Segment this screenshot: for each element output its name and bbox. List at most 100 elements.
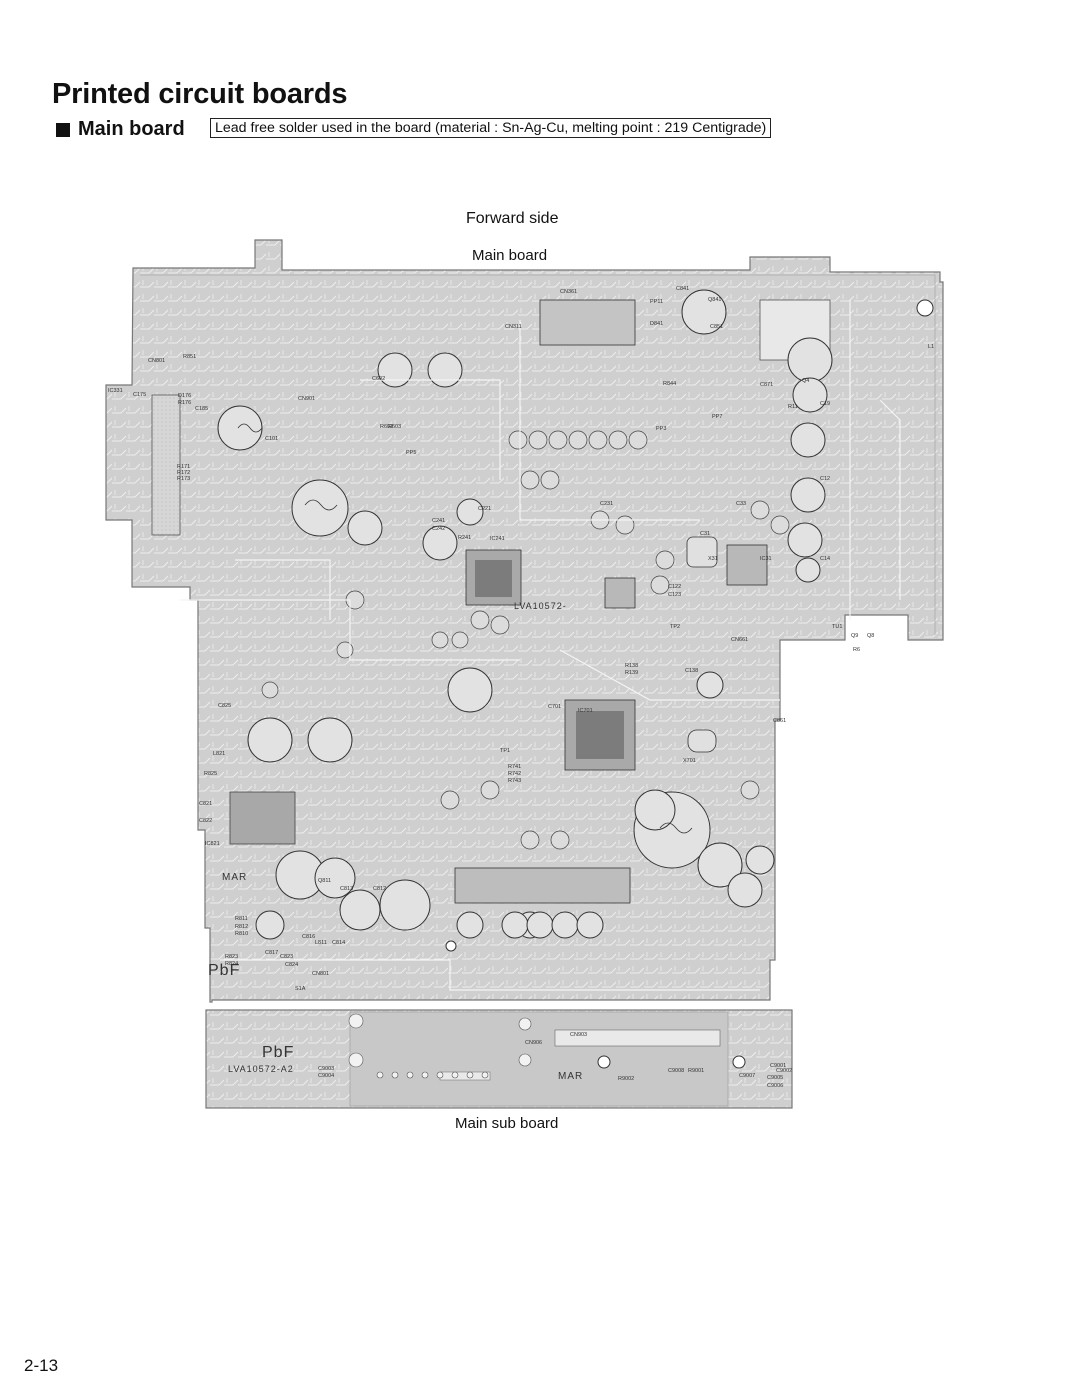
label-c813: C813: [340, 886, 353, 892]
label-r9001: R9001: [688, 1068, 704, 1074]
label-ic241: IC241: [490, 536, 505, 542]
label-c821: C821: [199, 801, 212, 807]
label-r139: R139: [625, 670, 638, 676]
label-cn311: CN311: [505, 324, 522, 330]
label-c12: C12: [820, 476, 830, 482]
label-r824: R824: [225, 961, 238, 967]
chip-ic-3: [726, 544, 768, 586]
label-tp2: TP2: [670, 624, 680, 630]
label-c861: C861: [773, 718, 786, 724]
sub-board-outline: [205, 1009, 793, 1109]
label-c814: C814: [332, 940, 345, 946]
section-label: Main board: [78, 118, 185, 140]
label-c231: C231: [600, 501, 613, 507]
label-d176: D176: [178, 393, 191, 399]
label-c19: C19: [820, 401, 830, 407]
label-s1a: S1A: [295, 986, 306, 992]
label-cn903: CN903: [570, 1032, 587, 1038]
label-r171: R171: [177, 464, 190, 470]
label-tp1: TP1: [500, 748, 510, 754]
lead-free-note: Lead free solder used in the board (mate…: [210, 118, 772, 138]
pbf-mark-main: PbF: [208, 962, 240, 979]
label-r812: R812: [235, 924, 248, 930]
label-r6: R6: [853, 647, 860, 653]
label-r172: R172: [177, 470, 190, 476]
label-r741: R741: [508, 764, 521, 770]
label-c9007: C9007: [739, 1073, 755, 1079]
label-pp3: PP3: [656, 426, 666, 432]
trace-lines: [180, 300, 901, 991]
label-q4: Q4: [802, 378, 809, 384]
connector-block: [539, 299, 636, 346]
label-c241: C241: [432, 518, 445, 524]
label-c823: C823: [280, 954, 293, 960]
label-c101: C101: [265, 436, 278, 442]
label-c817: C817: [265, 950, 278, 956]
label-c31: C31: [700, 531, 710, 537]
label-c701: C701: [548, 704, 561, 710]
label-r603: R603: [388, 424, 401, 430]
label-c9004: C9004: [318, 1073, 334, 1079]
label-cn661: CN661: [731, 637, 748, 643]
sub-board-pads: [348, 1013, 532, 1079]
label-c33: C33: [736, 501, 746, 507]
label-d841: D841: [650, 321, 663, 327]
mar-mark-main: MAR: [222, 872, 247, 883]
transformer-block: [229, 791, 296, 845]
label-x701: X701: [683, 758, 696, 764]
label-cn801b: CN801: [312, 971, 329, 977]
label-ic31: IC31: [760, 556, 772, 562]
label-c602: C602: [372, 376, 385, 382]
sub-board-caption: Main sub board: [455, 1115, 559, 1132]
bullet-square-icon: [56, 122, 70, 137]
component-labels: CN361 CN311 C851 R851 CN801 IC331 C175 C…: [108, 286, 934, 1089]
label-r241: R241: [458, 535, 471, 541]
label-cn906: CN906: [525, 1040, 542, 1046]
label-c123: C123: [668, 592, 681, 598]
label-q811: Q811: [318, 878, 331, 884]
label-c221: C221: [478, 506, 491, 512]
chip-ic-4: [604, 577, 636, 609]
label-x31: X31: [708, 556, 718, 562]
coils: [237, 423, 693, 834]
label-r844: R844: [663, 381, 676, 387]
label-c138: C138: [685, 668, 698, 674]
label-r823: R823: [225, 954, 238, 960]
board-code-sub: LVA10572-A2: [228, 1064, 294, 1074]
label-r811: R811: [235, 916, 248, 922]
label-l1: L1: [928, 344, 934, 350]
label-pp5: PP5: [406, 450, 416, 456]
label-c816: C816: [302, 934, 315, 940]
label-l821: L821: [213, 751, 225, 757]
label-pp11: PP11: [650, 299, 663, 305]
connector-strip: [454, 867, 631, 904]
label-q841: Q841: [708, 297, 721, 303]
label-q9: Q9: [851, 633, 858, 639]
label-r851: R851: [183, 354, 196, 360]
label-c14: C14: [820, 556, 830, 562]
page-number: 2-13: [24, 1356, 59, 1375]
label-c824: C824: [285, 962, 298, 968]
left-connector: [151, 394, 181, 536]
chip-ic-main-1: [465, 549, 522, 606]
crystal-x31: [686, 536, 718, 568]
label-ic821: IC821: [205, 841, 220, 847]
page-title: Printed circuit boards: [52, 78, 348, 110]
label-r11: R11: [788, 404, 798, 410]
label-c841: C841: [676, 286, 689, 292]
label-cn801: CN801: [148, 358, 165, 364]
label-c185: C185: [195, 406, 208, 412]
label-c825: C825: [218, 703, 231, 709]
crystal-x701: [687, 729, 717, 753]
label-tu1: TU1: [832, 624, 842, 630]
mar-mark-sub: MAR: [558, 1071, 583, 1082]
label-cn361: CN361: [560, 289, 577, 295]
label-c822: C822: [199, 818, 212, 824]
label-r825: R825: [204, 771, 217, 777]
small-capacitors: [261, 430, 790, 850]
label-ic701: IC701: [578, 708, 593, 714]
label-r810: R810: [235, 931, 248, 937]
label-c851: C851: [710, 324, 723, 330]
mounting-holes: [445, 299, 934, 1069]
main-board-caption: Main board: [472, 247, 548, 264]
